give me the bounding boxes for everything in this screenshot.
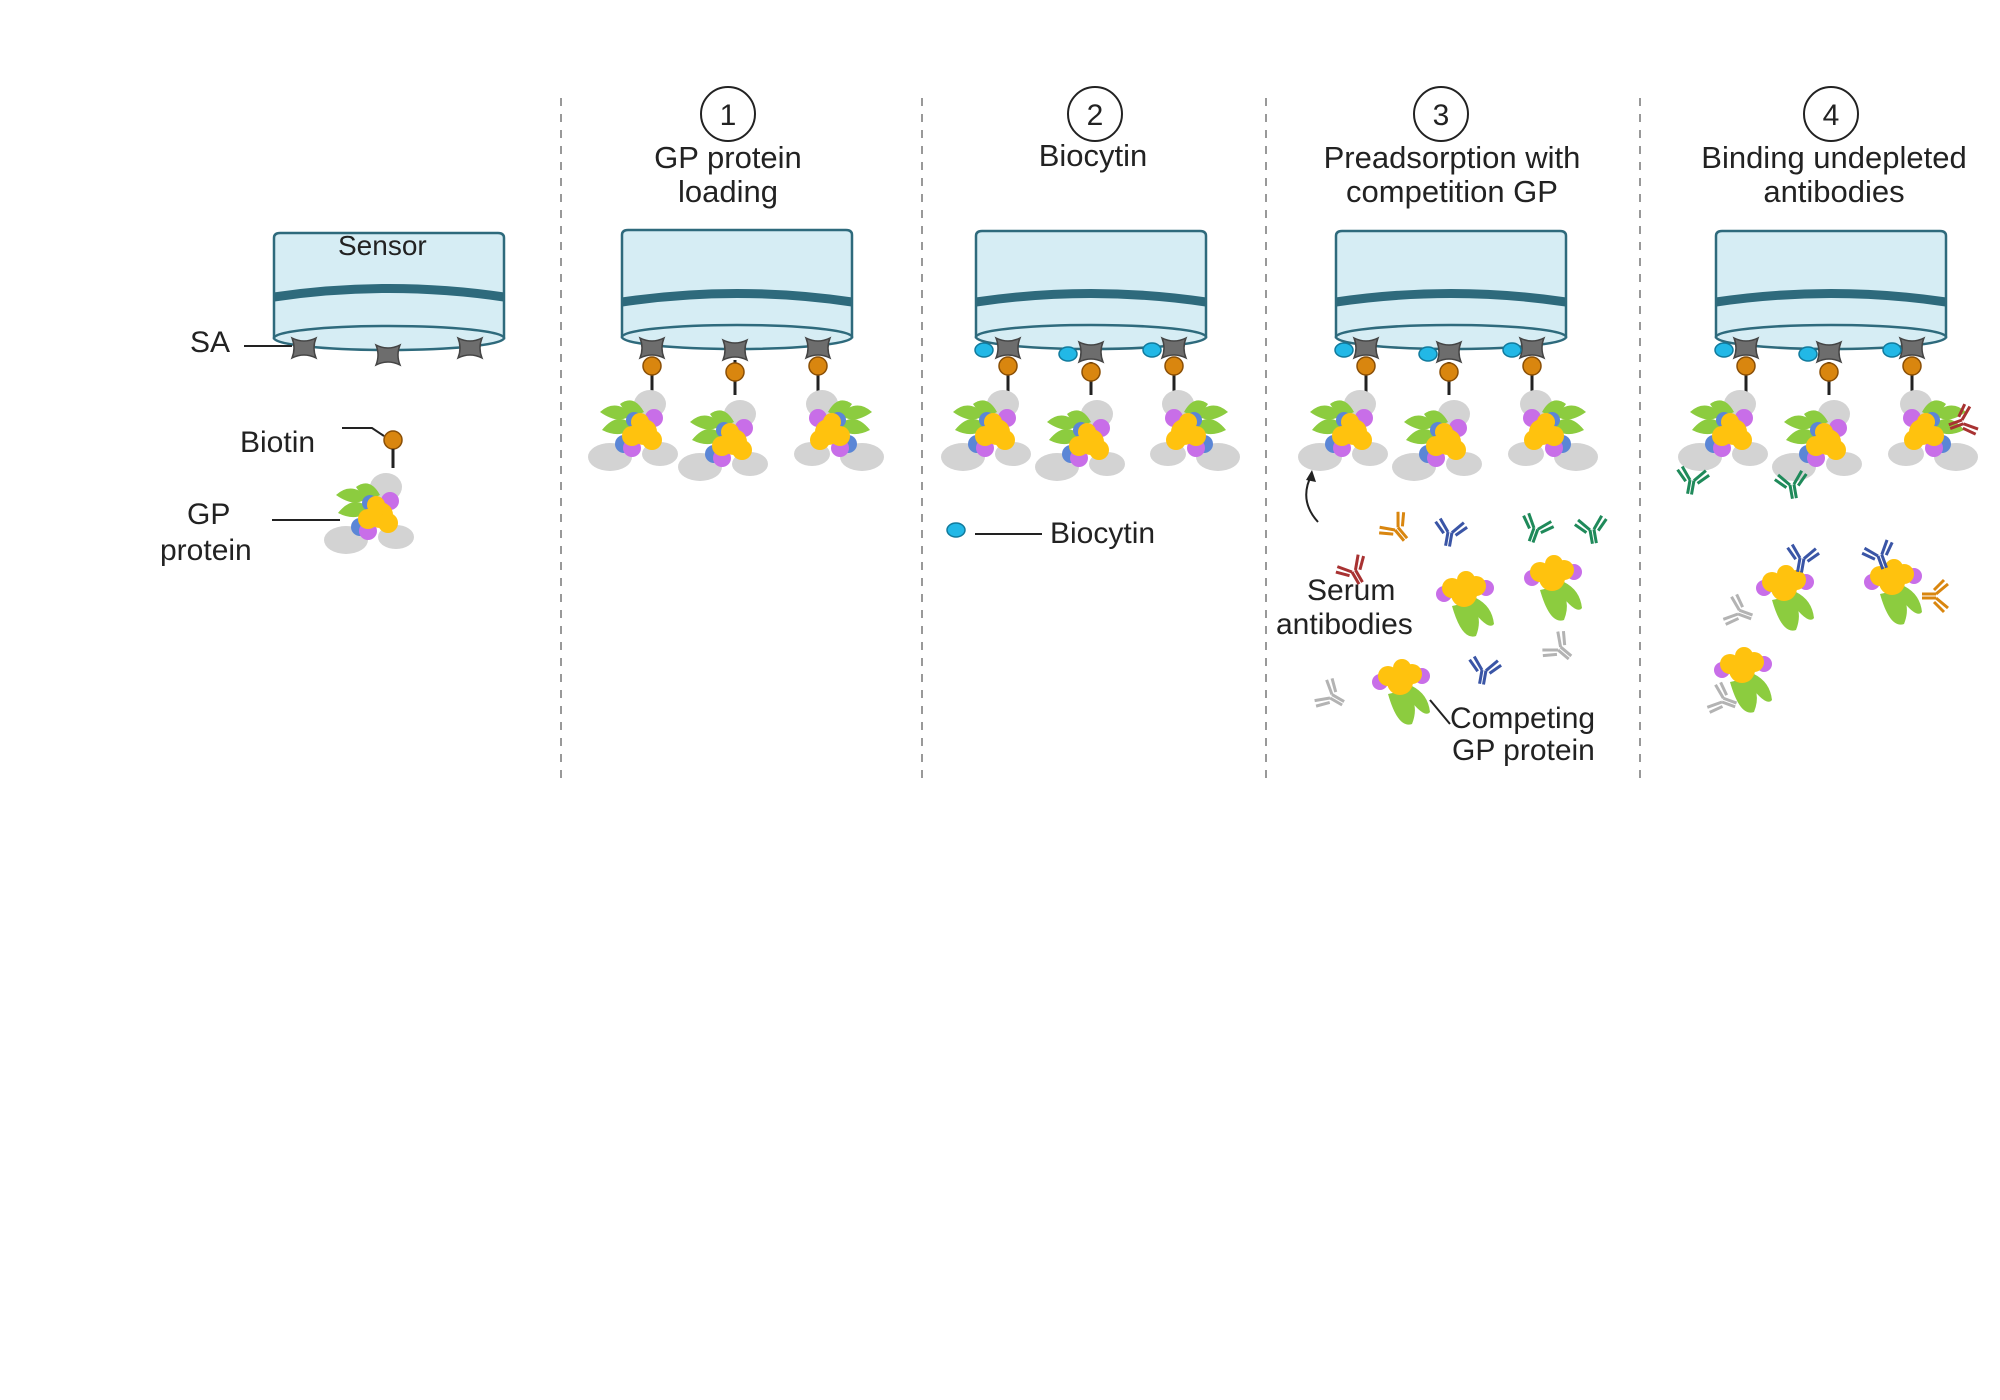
step-2-panel: 2 Biocytin Biocytin — [941, 86, 1240, 550]
step-4-badge — [1803, 86, 1859, 142]
step-1-number: 1 — [720, 99, 737, 132]
sensor-probe — [1334, 229, 1568, 351]
step-4-title-line1: Binding undepleted — [1701, 140, 1966, 175]
biotin-glyph — [383, 430, 403, 450]
gp-label-line2: protein — [160, 534, 252, 567]
sensor-probe — [620, 228, 854, 351]
step-2-title-line1: Biocytin — [1039, 138, 1148, 173]
step-4-panel: 4 Binding undepleted antibodies — [1672, 86, 1981, 722]
step-3-title-line2: competition GP — [1346, 174, 1558, 209]
captured-gp-units — [1678, 337, 1978, 481]
sa-glyph — [457, 337, 483, 359]
sensor-probe — [1714, 229, 1948, 351]
gp-protein-glyph — [324, 473, 414, 554]
step-2-number: 2 — [1087, 99, 1104, 132]
step-4-title-line2: antibodies — [1763, 174, 1904, 209]
captured-gp-units — [1298, 337, 1598, 481]
step-dividers — [560, 98, 1641, 785]
gp-label-line1: GP — [187, 498, 230, 531]
step-1-badge — [700, 86, 756, 142]
competing-label-line1: Competing — [1450, 702, 1595, 735]
sa-glyph — [375, 344, 401, 366]
biocytin-legend-glyph — [946, 522, 966, 538]
sensor-label: Sensor — [338, 230, 427, 261]
serum-label-line1: Serum — [1307, 574, 1395, 607]
competing-label-line2: GP protein — [1452, 734, 1595, 767]
step-1-title-line2: loading — [678, 174, 778, 209]
biotin-label: Biotin — [240, 426, 315, 459]
captured-gp-units — [941, 337, 1240, 481]
step-3-badge — [1413, 86, 1469, 142]
captured-gp-units — [588, 337, 884, 481]
step-1-title-line1: GP protein — [654, 140, 802, 175]
step-3-number: 3 — [1433, 99, 1450, 132]
free-gp-antibody-complexes — [1704, 537, 1950, 722]
sa-glyph — [291, 337, 317, 359]
step-3-title-line1: Preadsorption with — [1324, 140, 1581, 175]
sensor-probe: Sensor — [272, 230, 506, 352]
step-2-badge — [1067, 86, 1123, 142]
step-3-panel: 3 Preadsorption with competition GP — [1276, 86, 1612, 767]
step-1-panel: 1 GP protein loading — [588, 86, 884, 481]
sensor-probe — [974, 229, 1208, 351]
legend-panel: Sensor SA Biotin GP protein — [160, 230, 506, 567]
sa-label: SA — [190, 326, 230, 359]
biocytin-label: Biocytin — [1050, 517, 1155, 550]
step-4-number: 4 — [1823, 99, 1840, 132]
serum-label-line2: antibodies — [1276, 608, 1413, 641]
